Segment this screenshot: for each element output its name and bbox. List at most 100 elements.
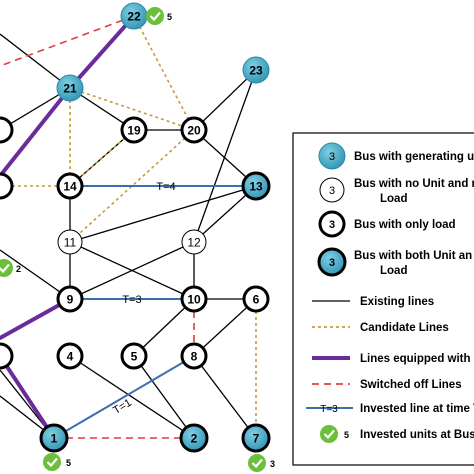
check-icon-mark — [251, 458, 263, 469]
invested-label-t1: T=1 — [111, 397, 134, 417]
existing-line — [193, 355, 257, 439]
bus-21-label: 21 — [63, 82, 77, 96]
bus-21-circle — [56, 74, 84, 102]
candidate-lines — [0, 15, 257, 438]
invested-units-count: 2 — [16, 264, 21, 274]
existing-line — [0, 33, 71, 89]
legend-load-label: Bus with only load — [354, 219, 456, 231]
existing-line — [133, 355, 195, 439]
legend-both-sample: 3 — [329, 257, 335, 269]
existing-lines — [0, 33, 257, 439]
legend-item-gen: 3 Bus with generating ur — [318, 142, 474, 170]
existing-line — [193, 298, 257, 357]
bus-2: 2 — [179, 423, 209, 453]
bus-offscreen — [0, 116, 14, 144]
bus-11-label: 11 — [64, 236, 77, 250]
bus-23-label: 23 — [249, 64, 263, 78]
bus-1-circle — [39, 423, 69, 453]
candidate-line — [69, 129, 195, 243]
bus-13: 13 — [241, 171, 271, 201]
existing-line — [69, 185, 257, 243]
bus-20-label: 20 — [187, 124, 201, 138]
candidate-line — [133, 15, 195, 131]
bus-5-circle — [120, 342, 148, 370]
legend-invested-label: Invested line at time T — [360, 403, 474, 415]
legend-load-bus-icon — [318, 210, 346, 238]
existing-line — [193, 69, 257, 131]
bus-19-label: 19 — [127, 124, 141, 138]
invested-units-bus-7: 3 — [248, 454, 275, 472]
legend-item-candidate: Candidate Lines — [312, 322, 449, 334]
bus-20-circle — [180, 116, 208, 144]
bus-19: 19 — [120, 116, 148, 144]
bus-20: 20 — [180, 116, 208, 144]
equipped-line — [0, 86, 72, 178]
bus-5-label: 5 — [131, 350, 138, 364]
legend-invested-sample: T=3 — [320, 404, 338, 415]
bus-5: 5 — [120, 342, 148, 370]
bus-19-circle — [120, 116, 148, 144]
bus-1-label: 1 — [51, 432, 58, 446]
invested-units-bus-22: 5 — [146, 7, 172, 25]
bus-12-label: 12 — [187, 236, 201, 250]
bus-1: 1 — [39, 423, 69, 453]
legend-item-existing: Existing lines — [312, 296, 434, 308]
bus-8-label: 8 — [191, 350, 198, 364]
bus-14-label: 14 — [63, 180, 77, 194]
existing-line — [69, 241, 195, 300]
existing-line — [69, 355, 195, 439]
bus-7-circle — [241, 423, 271, 453]
equipped-line — [0, 354, 56, 440]
switched-off-lines — [0, 15, 195, 439]
bus-6: 6 — [242, 285, 270, 313]
candidate-line — [69, 129, 135, 187]
legend-none-label-2: Load — [380, 193, 407, 205]
legend-item-units: 5 Invested units at Bus — [320, 425, 474, 443]
bus-8-circle — [180, 342, 208, 370]
invested-units-left: 2 — [0, 259, 21, 277]
legend-none-bus-icon — [319, 177, 345, 203]
legend-none-sample: 3 — [329, 185, 335, 197]
legend-check-icon-mark — [323, 429, 335, 440]
bus-4: 4 — [56, 342, 84, 370]
legend-item-none: 3 Bus with no Unit and n Load — [319, 177, 474, 205]
bus-2-circle — [179, 423, 209, 453]
check-icon-mark — [46, 457, 58, 468]
invested-lines — [53, 185, 256, 439]
bus-7-label: 7 — [253, 432, 260, 446]
invested-units-count: 5 — [66, 458, 71, 468]
bus-4-circle — [56, 342, 84, 370]
legend-candidate-label: Candidate Lines — [360, 322, 449, 334]
legend-gen-sample: 3 — [329, 151, 335, 163]
bus-9-circle — [56, 285, 84, 313]
bus-9: 9 — [56, 285, 84, 313]
bus-10-circle — [180, 285, 208, 313]
bus-9-label: 9 — [67, 293, 74, 307]
candidate-line — [69, 87, 195, 131]
legend-existing-label: Existing lines — [360, 296, 434, 308]
legend-gen-label: Bus with generating ur — [354, 151, 474, 163]
legend: 3 Bus with generating ur 3 Bus with no U… — [292, 132, 474, 466]
legend-both-label: Bus with both Unit an — [354, 250, 472, 262]
check-icon-mark — [0, 263, 10, 274]
bus-10-label: 10 — [187, 293, 201, 307]
bus-13-circle — [241, 171, 271, 201]
bus-12: 12 — [181, 229, 207, 255]
bus-22-label: 22 — [127, 10, 141, 24]
left-edge-buses — [0, 116, 14, 370]
check-icon — [146, 7, 164, 25]
invested-units-count: 5 — [167, 12, 172, 22]
existing-line — [133, 298, 195, 357]
existing-line — [0, 87, 71, 131]
invested-label-t4: T=4 — [156, 181, 175, 193]
bus-4-label: 4 — [67, 350, 74, 364]
bus-23: 23 — [242, 56, 270, 84]
bus-22: 22 — [120, 2, 148, 30]
bus-6-label: 6 — [253, 293, 260, 307]
bus-21: 21 — [56, 74, 84, 102]
bus-7: 7 — [241, 423, 271, 453]
legend-equipped-label: Lines equipped with D — [360, 353, 474, 365]
existing-line — [193, 69, 257, 243]
bus-23-circle — [242, 56, 270, 84]
